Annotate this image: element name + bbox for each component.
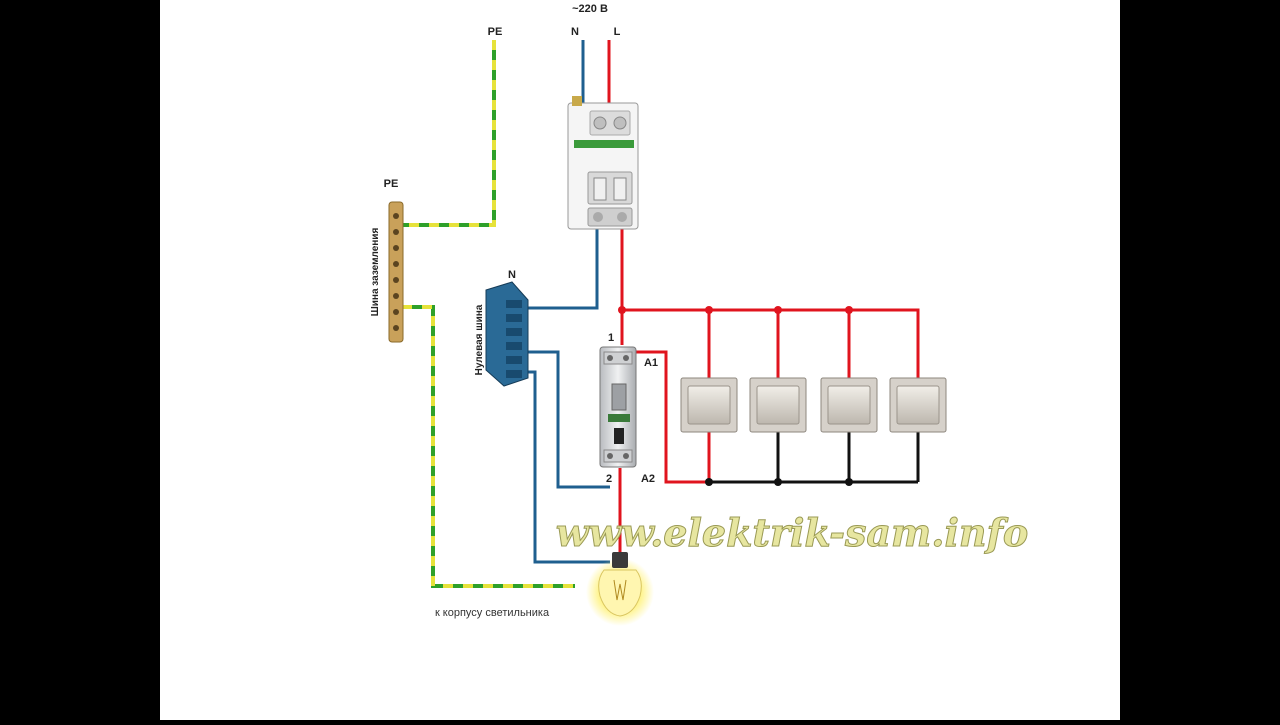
neutral-bus-label: Нулевая шина bbox=[474, 304, 485, 375]
pe-top-label: PE bbox=[488, 26, 503, 38]
push-button-2 bbox=[749, 377, 807, 433]
ground-wires bbox=[402, 40, 575, 588]
impulse-relay-icon bbox=[599, 346, 637, 468]
neutral-wires bbox=[526, 40, 610, 564]
pe-bus-label: PE bbox=[384, 178, 399, 190]
control-wires bbox=[709, 432, 920, 484]
push-button-3 bbox=[820, 377, 878, 433]
push-button-4 bbox=[889, 377, 947, 433]
neutral-label: N bbox=[571, 26, 579, 38]
lamp-body-label: к корпусу светильника bbox=[435, 607, 550, 619]
relay-terminal-1: 1 bbox=[608, 332, 614, 344]
ground-bus-label: Шина заземления bbox=[370, 228, 381, 317]
push-button-1 bbox=[680, 377, 738, 433]
supply-label: ~220 В bbox=[572, 3, 608, 15]
ground-bus-icon bbox=[388, 201, 404, 343]
neutral-bus-icon bbox=[485, 281, 529, 387]
relay-terminal-2: 2 bbox=[606, 473, 612, 485]
phase-wires bbox=[607, 40, 920, 553]
junction-dots bbox=[618, 306, 853, 486]
relay-terminal-a1: A1 bbox=[644, 357, 658, 369]
line-label: L bbox=[614, 26, 621, 38]
light-bulb-icon bbox=[586, 552, 654, 626]
neutral-bus-n-label: N bbox=[508, 269, 516, 281]
relay-terminal-a2: A2 bbox=[641, 473, 655, 485]
circuit-breaker-icon bbox=[567, 96, 639, 230]
watermark-text: www.elektrik-sam.info bbox=[556, 510, 1028, 555]
